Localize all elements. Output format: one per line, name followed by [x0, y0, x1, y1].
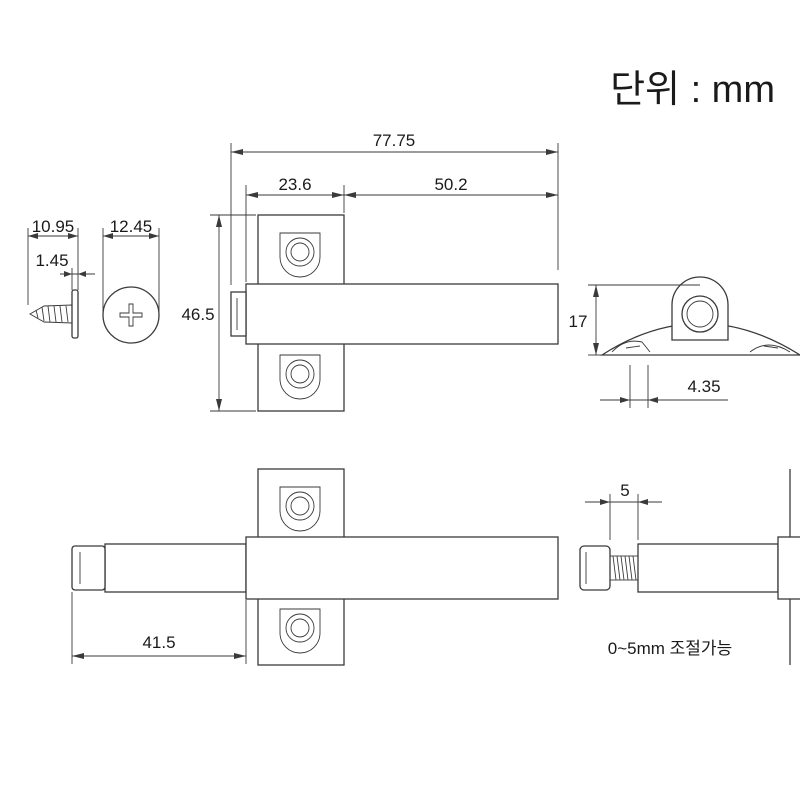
adjust-rod — [637, 543, 779, 593]
side-view-housing — [671, 276, 729, 341]
adjust-cap — [579, 545, 611, 591]
extended-cylinder-body — [245, 536, 559, 600]
screw-side-view — [29, 289, 79, 339]
dim-total-length: 77.75 — [230, 131, 559, 285]
extended-upper-screw-hole — [279, 486, 321, 532]
lower-screw-hole — [279, 354, 321, 400]
adjust-note: 0~5mm 조절가능 — [608, 639, 732, 658]
dim-total-length-label: 77.75 — [373, 131, 416, 150]
extended-rod — [104, 543, 247, 593]
extended-plunger-tip — [71, 545, 106, 591]
extended-view — [71, 468, 559, 666]
screw-head — [102, 286, 160, 344]
dim-body-left-label: 23.6 — [278, 175, 311, 194]
dim-extended-length-label: 41.5 — [142, 633, 175, 652]
phillips-cross-icon — [119, 303, 143, 327]
dim-height: 46.5 — [181, 214, 256, 412]
dim-screw-head-label: 12.45 — [110, 217, 153, 236]
cylinder-body — [245, 283, 559, 345]
dim-screw-length: 10.95 — [27, 217, 79, 305]
adjust-detail — [579, 469, 800, 665]
adjust-thread — [609, 555, 639, 581]
dim-screw-flange: 1.45 — [35, 251, 95, 290]
side-view — [599, 276, 800, 356]
dim-side-height: 17 — [569, 284, 700, 356]
screw-head-view — [102, 286, 160, 344]
upper-screw-hole — [279, 232, 321, 278]
plunger-tip — [230, 291, 247, 337]
dim-body-split: 23.6 50.2 — [245, 175, 558, 282]
dim-adjust-range-label: 5 — [620, 481, 629, 500]
dim-screw-length-label: 10.95 — [32, 217, 75, 236]
dim-side-height-label: 17 — [569, 312, 588, 331]
dim-screw-flange-label: 1.45 — [35, 251, 68, 270]
extended-lower-screw-hole — [279, 608, 321, 654]
adjust-body — [777, 536, 800, 600]
dim-body-right-label: 50.2 — [434, 175, 467, 194]
dim-side-width: 4.35 — [600, 365, 728, 408]
screw-flange — [71, 289, 79, 339]
unit-label: 단위 : mm — [610, 69, 775, 111]
dim-extended-length: 41.5 — [71, 592, 247, 664]
dim-side-width-label: 4.35 — [687, 377, 720, 396]
dim-adjust-range: 5 — [585, 481, 662, 540]
dim-height-label: 46.5 — [181, 305, 214, 324]
top-view-assembly — [230, 214, 559, 412]
dim-screw-head: 12.45 — [102, 217, 160, 312]
